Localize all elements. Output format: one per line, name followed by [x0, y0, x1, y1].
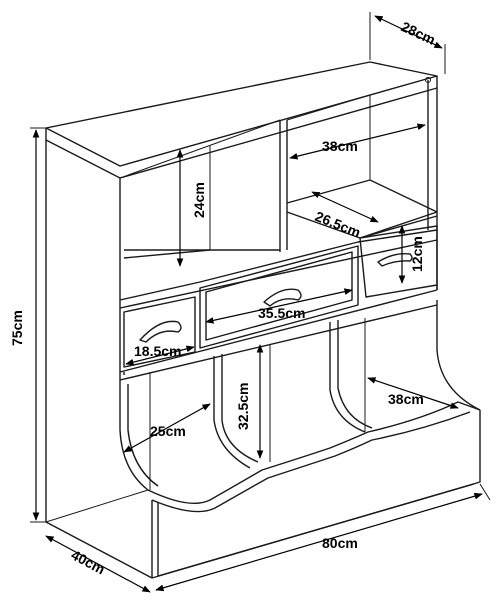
label-bin-right-width: 38cm: [388, 391, 424, 407]
label-total-height: 75cm: [9, 310, 25, 346]
label-long-drawer-width: 35.5cm: [258, 305, 305, 321]
label-bin-height: 32.5cm: [235, 383, 251, 430]
label-upper-left-height: 24cm: [191, 182, 207, 218]
label-bin-left-width: 25cm: [150, 423, 186, 439]
label-depth-top: 28cm: [399, 18, 438, 48]
label-middle-shelf-depth: 26.5cm: [313, 208, 363, 241]
label-left-drawer-width: 18.5cm: [134, 343, 181, 359]
label-small-drawer-height: 12cm: [409, 236, 425, 272]
dimension-lines: [30, 12, 491, 593]
dimension-labels: 28cm 38cm 24cm 26.5cm 12cm 35.5cm 18.5cm…: [9, 18, 438, 577]
long-drawer-handle: [263, 288, 302, 307]
drawer-handles: [139, 252, 413, 343]
label-total-width: 80cm: [322, 535, 358, 551]
small-drawer-handle: [377, 252, 413, 267]
left-drawer-handle: [139, 320, 182, 343]
label-upper-shelf-width: 38cm: [322, 138, 358, 154]
